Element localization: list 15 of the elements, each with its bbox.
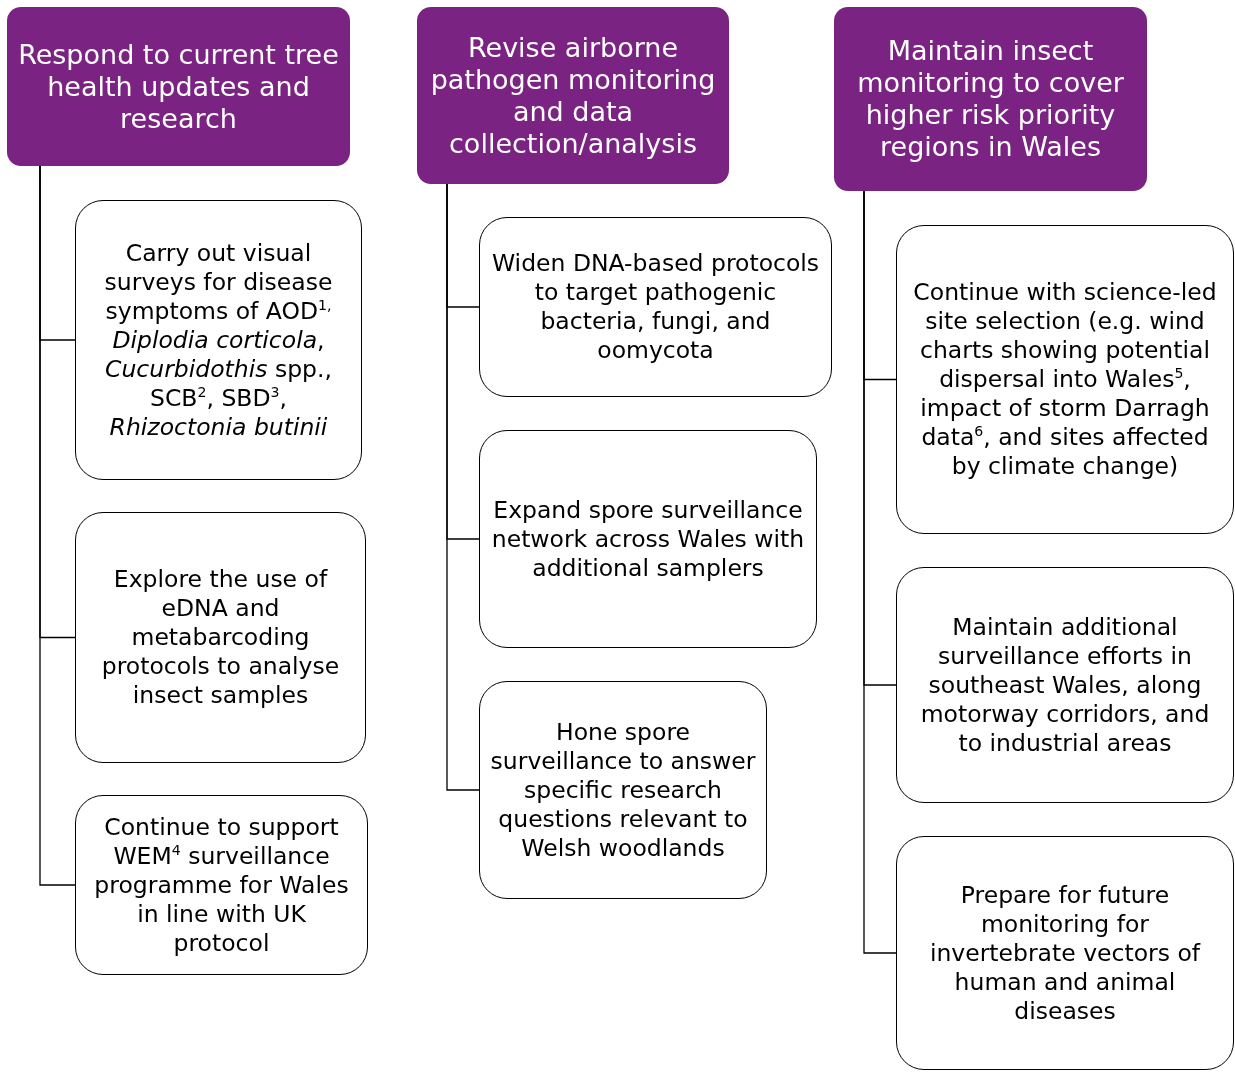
- activity-box: Maintain additional surveillance efforts in southeast Wales, along motorway corridors, and to industrial areas: [896, 567, 1234, 803]
- heading-box: Maintain insect monitoring to cover higher risk priority regions in Wales: [834, 7, 1147, 191]
- activity-box: Carry out visual surveys for disease symptoms of AOD$^{1,}$ Diplodia corticola, Cucurbidothis spp., SCB$^{2}$, SBD$^{3}$, Rhizoctonia butinii: [75, 200, 362, 480]
- connector-line: [446, 183, 480, 791]
- activity-box: Continue to support WEM$^{4}$ surveillance programme for Wales in line with UK protocol: [75, 795, 368, 975]
- heading-box: Revise airborne pathogen monitoring and data collection/analysis: [417, 7, 729, 184]
- activity-box: Expand spore surveillance network across Wales with additional samplers: [479, 430, 817, 648]
- activity-box: Hone spore surveillance to answer specific research questions relevant to Welsh woodlands: [479, 681, 767, 899]
- activity-box: Widen DNA-based protocols to target pathogenic bacteria, fungi, and oomycota: [479, 217, 832, 397]
- connector-line: [39, 165, 76, 886]
- activity-box: Prepare for future monitoring for invertebrate vectors of human and animal diseases: [896, 836, 1234, 1070]
- heading-box: Respond to current tree health updates and research: [7, 7, 350, 166]
- connector-line: [863, 190, 897, 954]
- activity-box: Explore the use of eDNA and metabarcoding protocols to analyse insect samples: [75, 512, 366, 763]
- activity-box: Continue with science-led site selection (e.g. wind charts showing potential dispersal into Wales$^{5}$, impact of storm Darragh data$^{6}$, and sites affected by climate change): [896, 225, 1234, 534]
